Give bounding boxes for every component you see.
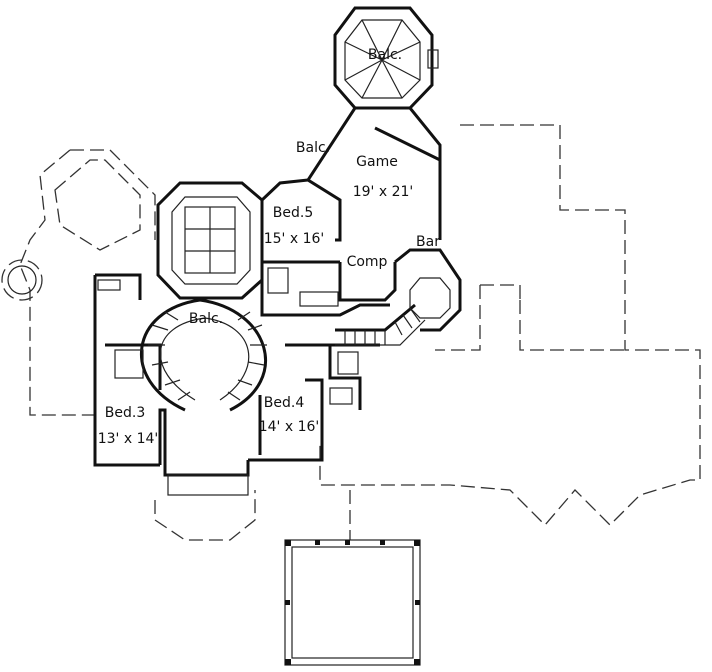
room-label-bar: Bar bbox=[416, 234, 440, 250]
straight-staircase bbox=[335, 303, 426, 346]
room-label-game: Game bbox=[356, 154, 398, 170]
walls bbox=[93, 107, 462, 477]
lower-floor-outline bbox=[1, 124, 701, 541]
room-size-bed4: 14' x 16' bbox=[258, 419, 320, 435]
room-label-balcony-top: Balc. bbox=[367, 47, 403, 63]
room-label-bed3: Bed.3 bbox=[104, 405, 146, 421]
gazebo bbox=[284, 539, 421, 666]
room-size-game: 19' x 21' bbox=[352, 184, 414, 200]
curved-staircase bbox=[139, 298, 268, 412]
fixtures bbox=[97, 267, 359, 496]
room-label-comp: Comp bbox=[346, 254, 388, 270]
room-label-bed4: Bed.4 bbox=[263, 395, 305, 411]
room-label-balcony-upper: Balc. bbox=[295, 140, 331, 156]
room-label-bed5: Bed.5 bbox=[272, 205, 314, 221]
room-label-balcony-center: Balc. bbox=[188, 311, 224, 327]
room-size-bed5: 15' x 16' bbox=[263, 231, 325, 247]
room-size-bed3: 13' x 14' bbox=[97, 431, 159, 447]
